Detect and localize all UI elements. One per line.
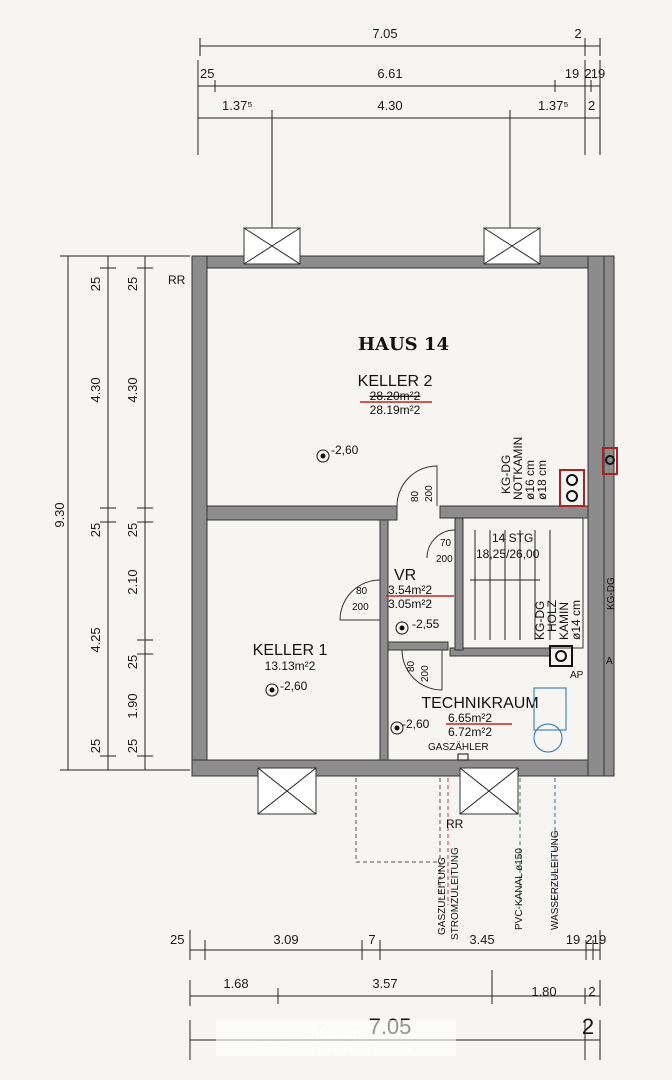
utility-wasser: WASSERZULEITUNG [550, 830, 561, 930]
bot-r2-a: 1.68 [223, 976, 248, 991]
rr-bottom-label: RR [446, 817, 464, 831]
top-dim-right: 2 [574, 26, 581, 41]
keller-2-area-old: 28.20m²2 [370, 389, 421, 403]
keller-2-area-new: 28.19m²2 [370, 403, 421, 417]
door-1-width: 80 [410, 490, 421, 502]
kamin2-l2: HOLZ [545, 600, 559, 632]
ap-label: AP [570, 670, 584, 681]
keller-1-area: 13.13m²2 [265, 659, 316, 673]
top-dim-r2-right2: 2 [584, 66, 591, 81]
kg-dg-label: KG-DG [606, 577, 617, 610]
room-keller-1: KELLER 1 13.13m²2 -2,60 [253, 642, 328, 697]
kamin2-l4: ø14 cm [569, 600, 583, 640]
door-1-height: 200 [424, 485, 435, 502]
bot-r1-b: 3.09 [273, 932, 298, 947]
vr-level: -2,55 [412, 617, 440, 631]
room-keller-2: KELLER 2 28.20m²2 28.19m²2 -2,60 [316, 373, 433, 463]
keller-1-name: KELLER 1 [253, 642, 328, 659]
utility-gas: GASZULEITUNG [437, 857, 448, 935]
left-inner-5: 25 [125, 655, 140, 669]
technik-area-new: 6.72m²2 [448, 725, 492, 739]
bot-r1-g: 19 [592, 932, 606, 947]
bot-r2-b: 3.57 [372, 976, 397, 991]
bot-r3-right: 2 [582, 1014, 594, 1039]
watermark: Mason Realitätenvermittlungs- und Verwal… [216, 1020, 456, 1056]
top-dim-r3-mid: 4.30 [377, 98, 402, 113]
technik-area-old: 6.65m²2 [448, 711, 492, 725]
bot-r1-a: 25 [170, 932, 184, 947]
keller-1-level: -2,60 [280, 679, 308, 693]
keller-2-name: KELLER 2 [358, 373, 433, 390]
rr-top-label: RR [168, 273, 186, 287]
door-3-width: 80 [356, 586, 368, 597]
kamin1-l1: KG-DG [499, 455, 513, 494]
kamin1-l3: ø16 cm [523, 460, 537, 500]
left-inner-2: 4.30 [125, 377, 140, 402]
window-wells [243, 227, 541, 815]
left-inner-4: 2.10 [125, 569, 140, 594]
left-outer-2: 4.30 [88, 377, 103, 402]
top-dim-total: 7.05 [372, 26, 397, 41]
bot-r1-f: 2 [585, 932, 592, 947]
stair-steps: 14 STG [492, 531, 533, 545]
left-outer-3: 25 [88, 523, 103, 537]
walls [191, 255, 615, 777]
door-2-width: 70 [440, 538, 452, 549]
doors: 80 200 70 200 80 200 80 200 [339, 465, 456, 691]
door-4-height: 200 [420, 665, 431, 682]
top-dim-r3-right1: 1.37⁵ [538, 98, 569, 113]
top-dim-r2-mid: 6.61 [377, 66, 402, 81]
top-dim-r3-right2: 2 [588, 98, 595, 113]
top-dimensions: 7.05 2 25 6.61 19 2 19 1.37⁵ 4.30 1.37⁵ … [197, 26, 605, 250]
kamin2-l3: KAMIN [557, 602, 571, 640]
room-technikraum: TECHNIKRAUM 6.65m²2 6.72m²2 -2,60 GASZÄH… [390, 687, 567, 761]
left-dim-total: 9.30 [52, 502, 67, 527]
keller-2-level: -2,60 [331, 443, 359, 457]
vr-area-old: 3.54m²2 [388, 583, 432, 597]
left-dimensions: 9.30 25 4.30 25 4.25 25 25 4.30 25 2.10 … [52, 255, 190, 771]
utility-lines: GASZULEITUNG STROMZULEITUNG PVC-KANAL ø1… [437, 830, 561, 940]
bot-r1-e: 19 [566, 932, 580, 947]
door-3-height: 200 [352, 602, 369, 613]
bot-r2-d: 2 [588, 984, 595, 999]
bot-r2-c: 1.80 [531, 984, 556, 999]
utility-strom: STROMZULEITUNG [450, 847, 461, 940]
chimneys: KG-DG NOTKAMIN ø16 cm ø18 cm KG-DG HOLZ … [499, 437, 618, 681]
vr-name: VR [394, 567, 416, 584]
top-dim-r2-right1: 19 [565, 66, 579, 81]
technik-level: -2,60 [402, 717, 430, 731]
left-outer-1: 25 [88, 277, 103, 291]
bot-r1-c: 7 [368, 932, 375, 947]
room-vr: VR 3.54m²2 3.05m²2 -2,55 [386, 567, 454, 635]
staircase: 14 STG 18,25/26,00 [462, 517, 584, 649]
utility-pvc: PVC-KANAL ø150 [514, 848, 525, 930]
dashed-lines [355, 778, 556, 905]
house-title: HAUS 14 [358, 334, 449, 355]
gaszahler-label: GASZÄHLER [428, 741, 489, 753]
kamin1-l4: ø18 cm [535, 460, 549, 500]
left-outer-5: 25 [88, 739, 103, 753]
kamin1-l2: NOTKAMIN [511, 437, 525, 500]
door-4-width: 80 [406, 660, 417, 672]
top-dim-r2-right3: 19 [591, 66, 605, 81]
top-dim-r2-left: 25 [200, 66, 214, 81]
technik-name: TECHNIKRAUM [421, 695, 538, 712]
top-dim-r3-left: 1.37⁵ [222, 98, 253, 113]
left-outer-4: 4.25 [88, 627, 103, 652]
a-label: A [606, 656, 613, 667]
bot-r1-d: 3.45 [469, 932, 494, 947]
kamin2-l1: KG-DG [533, 601, 547, 640]
left-inner-3: 25 [125, 523, 140, 537]
door-2-height: 200 [436, 554, 453, 565]
left-inner-7: 25 [125, 739, 140, 753]
stair-ratio: 18,25/26,00 [476, 547, 540, 561]
watermark-brand: Mason [310, 1024, 362, 1042]
vr-area-new: 3.05m²2 [388, 597, 432, 611]
watermark-sub: Realitätenvermittlungs- und Verwaltungsg… [261, 1047, 411, 1054]
left-inner-1: 25 [125, 277, 140, 291]
left-inner-6: 1.90 [125, 693, 140, 718]
